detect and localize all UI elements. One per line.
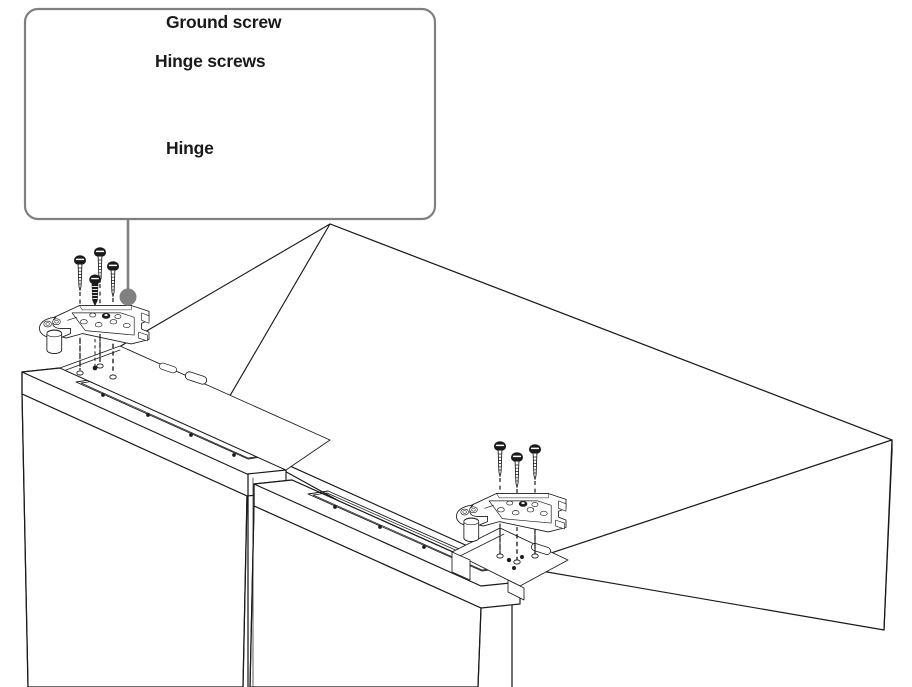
- right-door-shelf-fold: [459, 533, 505, 557]
- right-door-dimple-1: [333, 505, 337, 509]
- right-door-hinge-shelf: [451, 527, 569, 587]
- right-door-bracket-tab-2: [507, 579, 525, 601]
- right-hole-1: [496, 553, 504, 559]
- label-hinge: Hinge: [166, 138, 214, 158]
- right-door-right-edge: [477, 607, 482, 687]
- detail-callout-box: Ground screw Hinge screws Hinge: [23, 7, 437, 221]
- left-door-left-edge: [21, 371, 29, 687]
- right-door-dimple-3: [422, 545, 426, 549]
- left-door-dimple-1: [101, 393, 105, 397]
- right-hole-3: [531, 553, 539, 559]
- right-extra-hole-2: [512, 566, 516, 570]
- label-hinge-screws: Hinge screws: [155, 51, 266, 71]
- right-door: [249, 479, 569, 687]
- left-door-dimple-2: [146, 413, 150, 417]
- right-ground-hole: [506, 557, 512, 563]
- cabinet-right-edge: [883, 439, 893, 631]
- left-hole-2: [96, 363, 104, 369]
- left-door-dimple-4: [232, 453, 236, 457]
- left-door-dimple-3: [189, 433, 193, 437]
- left-hole-3: [109, 374, 117, 380]
- left-ground-hole: [92, 365, 98, 371]
- right-hinge-assembly: [456, 440, 567, 570]
- right-extra-hole: [520, 555, 524, 559]
- inset-target-dot: [119, 288, 137, 306]
- left-door-shelf-fold: [65, 349, 121, 371]
- right-door-left-edge: [249, 483, 255, 687]
- left-door: [21, 345, 331, 687]
- label-ground-screw: Ground screw: [166, 12, 282, 32]
- left-hole-1: [76, 370, 84, 376]
- left-hinge-assembly: [39, 246, 150, 380]
- right-hole-2: [513, 559, 521, 565]
- left-door-right-edge: [242, 495, 248, 687]
- right-door-bracket-tab: [451, 551, 471, 581]
- right-door-dimple-2: [378, 525, 382, 529]
- inset-border: [23, 7, 437, 221]
- refrigerator-cabinet: [65, 223, 893, 687]
